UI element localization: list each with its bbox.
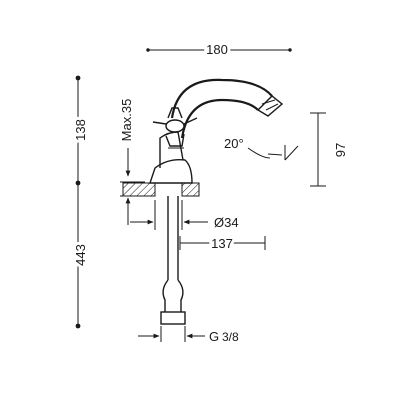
max-thickness-label: Max.35 <box>119 99 134 142</box>
hole-diameter-label: Ø34 <box>214 215 239 230</box>
thread-fraction-label: 3/8 <box>222 330 239 344</box>
width-dimension: 180 <box>146 39 292 60</box>
cross-handle <box>152 107 198 149</box>
body-height-label: 138 <box>73 119 88 141</box>
spout-reach-dimension: 137 <box>179 233 266 254</box>
height-dimension: 138 443 <box>70 75 91 329</box>
supply-pipe <box>160 196 186 325</box>
spout-reach-label: 137 <box>211 236 233 251</box>
total-height-label: 443 <box>73 244 88 266</box>
thread-dimension: G 3/8 <box>138 326 239 344</box>
countertop <box>122 182 200 197</box>
width-label: 180 <box>206 42 228 57</box>
thread-prefix-label: G <box>209 329 219 344</box>
spout-angle-dimension: 20° <box>224 136 299 161</box>
faucet-body <box>149 78 284 184</box>
spout-angle-label: 20° <box>224 136 244 151</box>
outlet-height-dimension: 97 <box>310 112 348 187</box>
outlet-height-label: 97 <box>333 143 348 157</box>
hole-diameter-dimension: Ø34 <box>130 200 239 230</box>
